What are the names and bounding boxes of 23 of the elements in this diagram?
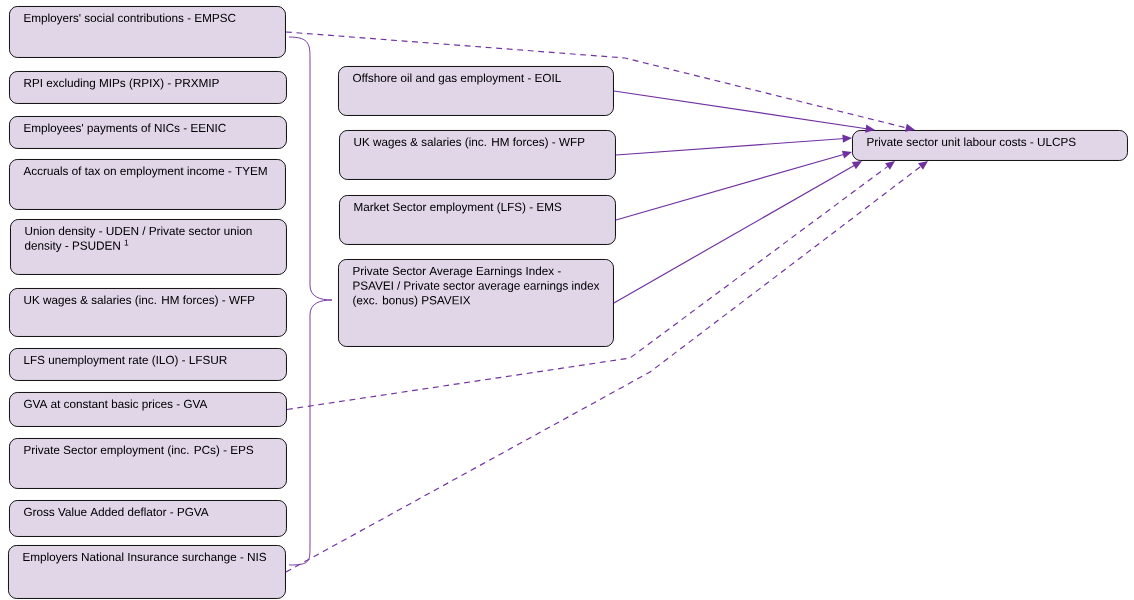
arrow xyxy=(615,150,852,221)
text-box: Employers National Insurance surchange - NIS xyxy=(8,545,286,599)
arrow xyxy=(286,160,895,411)
text-box: Private Sector Average Earnings Index - PSAVEI / Private sector average earnings index (exc. bonus) PSAVEIX xyxy=(338,259,614,347)
arrow xyxy=(613,160,862,304)
text-box: Offshore oil and gas employment - EOIL xyxy=(338,66,614,116)
text-box: Market Sector employment (LFS) - EMS xyxy=(339,195,616,245)
text-box: LFS unemployment rate (ILO) - LFSUR xyxy=(9,348,287,381)
arrow xyxy=(285,31,915,132)
text-box: Private sector unit labour costs - ULCPS xyxy=(852,130,1128,161)
text-box: Union density - UDEN / Private sector union density - PSUDEN $^{1}$ xyxy=(10,219,287,275)
text-box: UK wages & salaries (inc. HM forces) - WFP xyxy=(9,288,287,337)
arrow xyxy=(285,160,928,573)
text-box: RPI excluding MIPs (RPIX) - PRXMIP xyxy=(9,71,287,104)
text-box: Private Sector employment (inc. PCs) - EPS xyxy=(9,438,287,489)
text-box: Employees' payments of NICs - EENIC xyxy=(9,116,287,149)
arrow xyxy=(613,90,875,133)
text-box: Gross Value Added deflator - PGVA xyxy=(9,500,287,537)
text-box: Employers' social contributions - EMPSC xyxy=(9,6,286,58)
arrow xyxy=(615,134,852,156)
text-box: GVA at constant basic prices - GVA xyxy=(9,392,287,427)
text-box: UK wages & salaries (inc. HM forces) - WFP xyxy=(339,130,616,180)
text-box: Accruals of tax on employment income - TYEM xyxy=(9,159,286,210)
